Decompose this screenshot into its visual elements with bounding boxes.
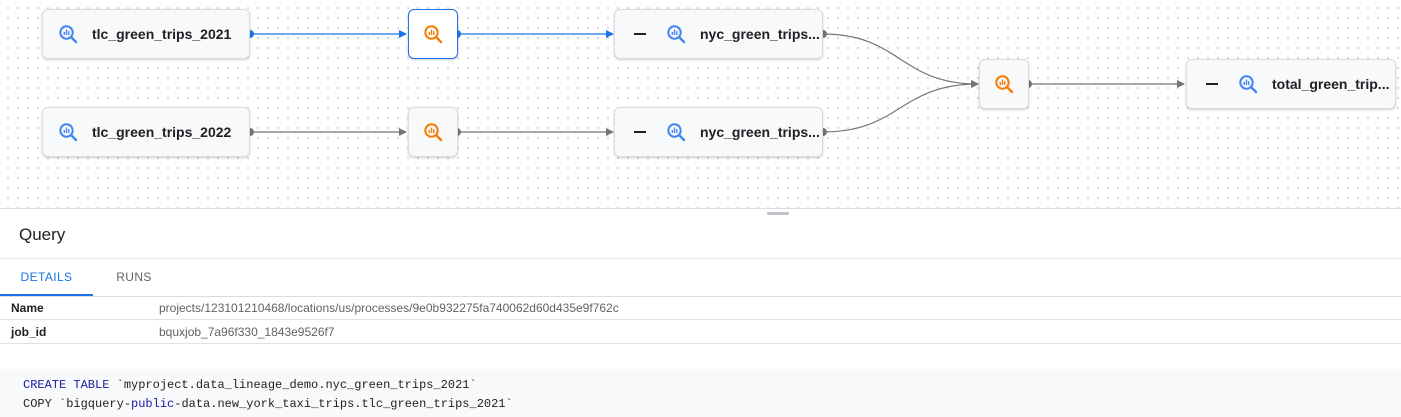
code-text: COPY `bigquery- [23,397,132,411]
process-node[interactable] [979,59,1029,109]
code-line: CREATE TABLE `myproject.data_lineage_dem… [23,378,477,392]
node-total-green-trips[interactable]: total_green_trip... [1186,59,1396,109]
bigquery-process-icon [422,121,444,143]
resize-handle[interactable] [767,212,789,215]
sql-code-block: CREATE TABLE `myproject.data_lineage_dem… [0,369,1401,417]
bigquery-table-icon [57,121,79,143]
bigquery-table-icon [665,121,687,143]
bigquery-process-icon [993,73,1015,95]
collapse-dash-icon[interactable] [634,131,646,133]
panel-divider [0,208,1401,209]
collapse-dash-icon[interactable] [634,33,646,35]
code-keyword: CREATE TABLE [23,378,110,392]
bigquery-table-icon [665,23,687,45]
details-tabs: DETAILS RUNS [0,258,1401,297]
code-text: -data.new_york_taxi_trips.tlc_green_trip… [174,397,513,411]
detail-value: projects/123101210468/locations/us/proce… [159,301,619,315]
node-label: tlc_green_trips_2021 [92,26,232,42]
node-label: nyc_green_trips... [700,26,820,42]
node-tlc-green-trips-2021[interactable]: tlc_green_trips_2021 [42,9,250,59]
code-keyword: public [131,397,175,411]
node-label: nyc_green_trips... [700,124,820,140]
node-label: tlc_green_trips_2022 [92,124,232,140]
detail-key: job_id [11,325,47,339]
bigquery-process-icon [422,23,444,45]
code-text: `myproject.data_lineage_demo.nyc_green_t… [109,378,477,392]
detail-key: Name [11,301,44,315]
node-nyc-green-trips-bottom[interactable]: nyc_green_trips... [614,107,823,157]
lineage-graph-canvas[interactable]: tlc_green_trips_2021 tlc_green_trips_202… [0,0,1401,208]
edge-nyc-top-to-process3 [822,33,979,88]
bigquery-table-icon [1237,73,1259,95]
collapse-dash-icon[interactable] [1206,83,1218,85]
code-line: COPY `bigquery-public-data.new_york_taxi… [23,397,513,411]
detail-row-job-id: job_id bquxjob_7a96f330_1843e9526f7 [0,320,1401,344]
process-node-selected[interactable] [408,9,458,59]
tab-details[interactable]: DETAILS [0,259,93,296]
edge-nyc-bottom-to-process3 [822,80,979,133]
process-node[interactable] [408,107,458,157]
detail-row-name: Name projects/123101210468/locations/us/… [0,296,1401,320]
node-tlc-green-trips-2022[interactable]: tlc_green_trips_2022 [42,107,250,157]
panel-title: Query [19,225,66,244]
node-nyc-green-trips-top[interactable]: nyc_green_trips... [614,9,823,59]
tab-runs[interactable]: RUNS [116,270,152,284]
bigquery-table-icon [57,23,79,45]
node-label: total_green_trip... [1272,76,1390,92]
detail-value: bquxjob_7a96f330_1843e9526f7 [159,325,335,339]
